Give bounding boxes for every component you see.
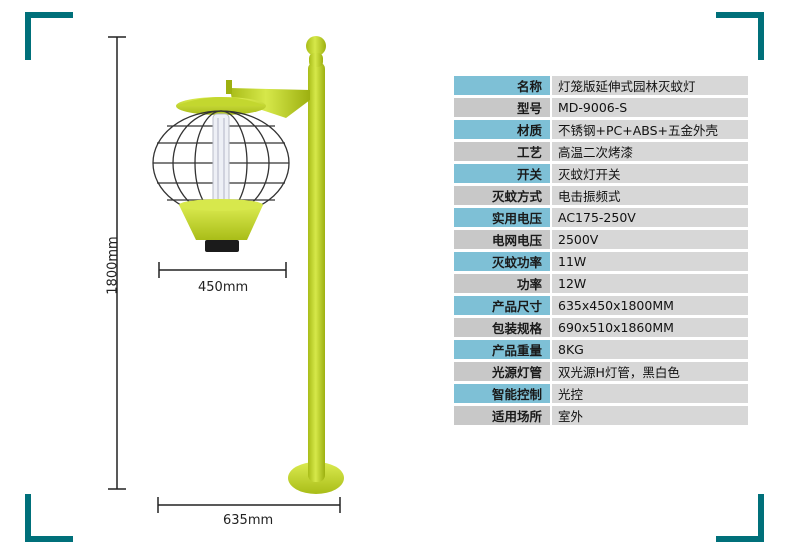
- spec-row: 智能控制光控: [454, 384, 748, 403]
- head-width-dimension-line: [158, 262, 287, 278]
- corner-frame-top-left: [25, 12, 73, 60]
- spec-key: 智能控制: [454, 384, 550, 403]
- spec-value: 12W: [552, 274, 748, 293]
- lamp-pole: [308, 62, 325, 482]
- spec-key: 名称: [454, 76, 550, 95]
- height-label: 1800mm: [105, 236, 121, 295]
- spec-row: 材质不锈钢+PC+ABS+五金外壳: [454, 120, 748, 139]
- spec-key: 功率: [454, 274, 550, 293]
- spec-key: 产品尺寸: [454, 296, 550, 315]
- spec-key: 光源灯管: [454, 362, 550, 381]
- spec-value: 8KG: [552, 340, 748, 359]
- spec-value: 2500V: [552, 230, 748, 249]
- spec-key: 实用电压: [454, 208, 550, 227]
- spec-value: 灭蚊灯开关: [552, 164, 748, 183]
- uv-tube: [212, 113, 230, 207]
- spec-value: 635x450x1800MM: [552, 296, 748, 315]
- lamp-illustration: [108, 36, 344, 513]
- spec-key: 电网电压: [454, 230, 550, 249]
- spec-key: 工艺: [454, 142, 550, 161]
- spec-value: MD-9006-S: [552, 98, 748, 117]
- spec-value: 电击振频式: [552, 186, 748, 205]
- spec-key: 灭蚊方式: [454, 186, 550, 205]
- spec-key: 产品重量: [454, 340, 550, 359]
- head-width-label: 450mm: [198, 280, 249, 295]
- spec-value: 11W: [552, 252, 748, 271]
- spec-key: 开关: [454, 164, 550, 183]
- spec-value: 双光源H灯管，黑白色: [552, 362, 748, 381]
- pole-finial: [306, 36, 326, 56]
- spec-key: 灭蚊功率: [454, 252, 550, 271]
- spec-key: 型号: [454, 98, 550, 117]
- spec-key: 包装规格: [454, 318, 550, 337]
- base-width-dimension-line: [157, 497, 341, 513]
- spec-row: 适用场所室外: [454, 406, 748, 425]
- corner-frame-bottom-right: [716, 494, 764, 542]
- spec-value: 高温二次烤漆: [552, 142, 748, 161]
- spec-row: 开关灭蚊灯开关: [454, 164, 748, 183]
- lamp-arm: [230, 88, 310, 118]
- spec-row: 灭蚊方式电击振频式: [454, 186, 748, 205]
- spec-value: 690x510x1860MM: [552, 318, 748, 337]
- spec-value: 灯笼版延伸式园林灭蚊灯: [552, 76, 748, 95]
- height-dimension-line: [108, 36, 126, 490]
- spec-row: 名称灯笼版延伸式园林灭蚊灯: [454, 76, 748, 95]
- corner-frame-top-right: [716, 12, 764, 60]
- spec-key: 材质: [454, 120, 550, 139]
- spec-value: 室外: [552, 406, 748, 425]
- spec-value: 光控: [552, 384, 748, 403]
- spec-key: 适用场所: [454, 406, 550, 425]
- corner-frame-bottom-left: [25, 494, 73, 542]
- spec-value: AC175-250V: [552, 208, 748, 227]
- lamp-bottom-bowl: [179, 205, 263, 240]
- spec-row: 工艺高温二次烤漆: [454, 142, 748, 161]
- lamp-bottom-cap: [205, 240, 239, 252]
- spec-value: 不锈钢+PC+ABS+五金外壳: [552, 120, 748, 139]
- base-width-label: 635mm: [223, 513, 274, 528]
- spec-row: 光源灯管双光源H灯管，黑白色: [454, 362, 748, 381]
